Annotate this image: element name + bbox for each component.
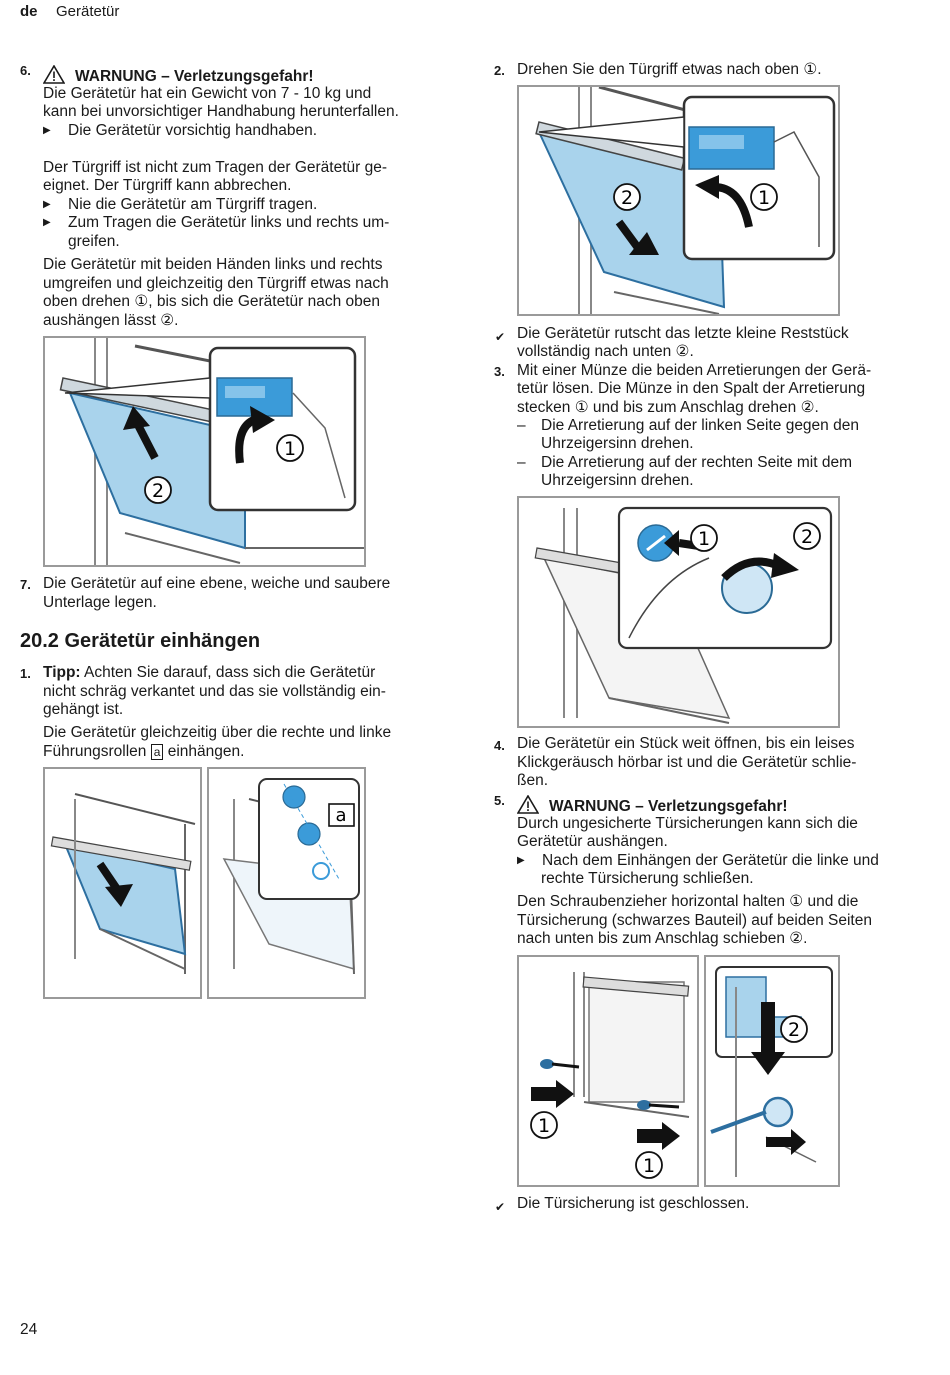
- figure-callout-1: 1: [643, 1155, 655, 1177]
- warning-triangle-icon: [516, 794, 540, 820]
- bullet-arrow-icon: ▶: [517, 855, 525, 866]
- bullet-item: ▶Nie die Gerätetür am Türgriff tragen.: [43, 196, 318, 213]
- paragraph-line: Den Schraubenzieher horizontal halten ① …: [517, 893, 859, 910]
- figure-callout-1: 1: [284, 438, 296, 460]
- paragraph-line: tetür lösen. Die Münze in den Spalt der …: [517, 380, 866, 397]
- dash-marker: –: [517, 454, 526, 471]
- paragraph-line: Uhrzeigersinn drehen.: [541, 435, 694, 452]
- bullet-item: ▶Zum Tragen die Gerätetür links und rech…: [43, 214, 390, 231]
- paragraph-line: eignet. Der Türgriff kann abbrechen.: [43, 177, 292, 194]
- paragraph-line: oben drehen ①, bis sich die Gerätetür na…: [43, 293, 381, 310]
- paragraph-line: Klickgeräusch hörbar ist und die Gerätet…: [517, 754, 857, 771]
- paragraph-line: greifen.: [68, 233, 120, 250]
- figure-callout-1: 1: [758, 187, 770, 209]
- paragraph-line: umgreifen und gleichzeitig den Türgriff …: [43, 275, 389, 292]
- dash-marker: –: [517, 417, 526, 434]
- step-number: 6.: [20, 63, 31, 78]
- section-heading: 20.2 Gerätetür einhängen: [20, 630, 261, 652]
- figure-callout-1: 1: [698, 528, 710, 550]
- paragraph-line: Die Arretierung auf der rechten Seite mi…: [541, 454, 853, 471]
- illustration-hang-door-right: a: [207, 767, 366, 999]
- bullet-arrow-icon: ▶: [43, 217, 51, 228]
- paragraph-line: Der Türgriff ist nicht zum Tragen der Ge…: [43, 159, 388, 176]
- figure-callout-2: 2: [621, 187, 633, 209]
- bullet-item: ▶Nach dem Einhängen der Gerätetür die li…: [517, 852, 879, 869]
- figure-callout-2: 2: [801, 526, 813, 548]
- figure-callout-a: a: [335, 805, 346, 826]
- paragraph-line: nach unten bis zum Anschlag schieben ②.: [517, 930, 808, 947]
- paragraph-line: Uhrzeigersinn drehen.: [541, 472, 694, 489]
- paragraph-line: Drehen Sie den Türgriff etwas nach oben …: [517, 61, 822, 78]
- paragraph-line: gehängt ist.: [43, 701, 124, 718]
- paragraph-line: Die Arretierung auf der linken Seite geg…: [541, 417, 859, 434]
- paragraph-line: Gerätetür aushängen.: [517, 833, 668, 850]
- paragraph-line: Die Gerätetür gleichzeitig über die rech…: [43, 724, 392, 741]
- step-number: 1.: [20, 666, 31, 681]
- warning-heading: WARNUNG – Verletzungsgefahr!: [516, 794, 788, 820]
- illustration-unhinge-door: 1 2: [43, 336, 366, 567]
- illustration-release-locks: 1 2: [517, 496, 840, 728]
- check-mark-icon: ✔: [495, 1200, 506, 1214]
- step-number: 7.: [20, 577, 31, 592]
- step-number: 2.: [494, 63, 505, 78]
- paragraph-line: aushängen lässt ②.: [43, 312, 179, 329]
- step-number: 5.: [494, 793, 505, 808]
- warning-triangle-icon: [42, 64, 66, 90]
- paragraph-line: vollständig nach unten ②.: [517, 343, 694, 360]
- paragraph-line: ßen.: [517, 772, 549, 789]
- page-number: 24: [20, 1321, 38, 1338]
- paragraph-line: Die Gerätetür mit beiden Händen links un…: [43, 256, 383, 273]
- page-header-title: Gerätetür: [56, 3, 120, 20]
- paragraph-line: Die Gerätetür ein Stück weit öffnen, bis…: [517, 735, 855, 752]
- illustration-rotate-handle: 1 2: [517, 85, 840, 316]
- check-mark-icon: ✔: [495, 330, 506, 344]
- paragraph-line: rechte Türsicherung schließen.: [541, 870, 754, 887]
- paragraph-line: Durch ungesicherte Türsicherungen kann s…: [517, 815, 858, 832]
- illustration-hang-door-left: [43, 767, 202, 999]
- bullet-item: ▶Die Gerätetür vorsichtig handhaben.: [43, 122, 318, 139]
- paragraph-line: Mit einer Münze die beiden Arretierungen…: [517, 362, 872, 379]
- paragraph-line: Führungsrollen a einhängen.: [43, 743, 245, 760]
- tip-line: Tipp: Achten Sie darauf, dass sich die G…: [43, 664, 376, 681]
- paragraph-line: Die Gerätetür auf eine ebene, weiche und…: [43, 575, 391, 592]
- figure-callout-2: 2: [152, 480, 164, 502]
- paragraph-line: Die Gerätetür rutscht das letzte kleine …: [517, 325, 849, 342]
- illustration-slide-lock-down: 2: [704, 955, 840, 1187]
- bullet-arrow-icon: ▶: [43, 125, 51, 136]
- paragraph-line: Die Türsicherung ist geschlossen.: [517, 1195, 750, 1212]
- step-number: 4.: [494, 738, 505, 753]
- paragraph-line: Türsicherung (schwarzes Bauteil) auf bei…: [517, 912, 872, 929]
- paragraph-line: stecken ① und bis zum Anschlag drehen ②.: [517, 399, 819, 416]
- figure-callout-1: 1: [538, 1115, 550, 1137]
- warning-text: WARNUNG – Verletzungsgefahr!: [75, 68, 314, 85]
- bullet-arrow-icon: ▶: [43, 199, 51, 210]
- paragraph-line: Die Gerätetür hat ein Gewicht von 7 - 10…: [43, 85, 372, 102]
- step-number: 3.: [494, 364, 505, 379]
- language-code: de: [20, 3, 38, 20]
- warning-heading: WARNUNG – Verletzungsgefahr!: [42, 64, 314, 90]
- warning-text: WARNUNG – Verletzungsgefahr!: [549, 798, 788, 815]
- paragraph-line: nicht schräg verkantet und das sie volls…: [43, 683, 386, 700]
- paragraph-line: kann bei unvorsichtiger Handhabung herun…: [43, 103, 399, 120]
- illustration-screwdriver-hold: 1 1: [517, 955, 699, 1187]
- figure-callout-2: 2: [788, 1019, 800, 1041]
- paragraph-line: Unterlage legen.: [43, 594, 157, 611]
- label-badge-a: a: [150, 744, 164, 760]
